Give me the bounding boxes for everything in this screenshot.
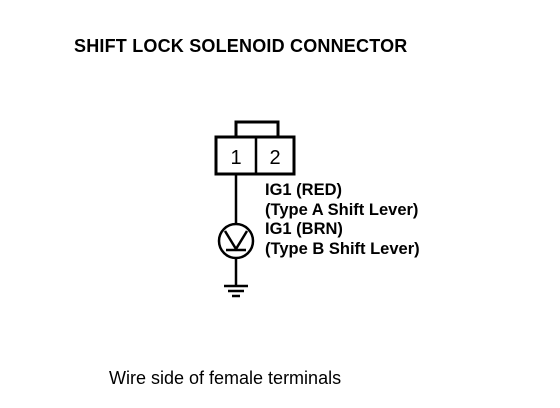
ground-icon [224, 284, 248, 298]
wire-label-type-b: (Type B Shift Lever) [265, 239, 420, 258]
connector-lock-tab [234, 120, 280, 137]
wire-label-type-a: (Type A Shift Lever) [265, 200, 419, 219]
terminal-1-label: 1 [230, 147, 241, 169]
diagram-caption: Wire side of female terminals [109, 368, 342, 388]
terminal-2-label: 2 [269, 147, 280, 169]
wire-label-block: IG1 (RED) (Type A Shift Lever) IG1 (BRN)… [265, 181, 420, 259]
diagram-title: SHIFT LOCK SOLENOID CONNECTOR [74, 36, 408, 56]
wire-label-ig1-brn: IG1 (BRN) [265, 220, 343, 238]
wire-label-ig1-red: IG1 (RED) [265, 181, 343, 199]
solenoid-icon [217, 222, 255, 260]
